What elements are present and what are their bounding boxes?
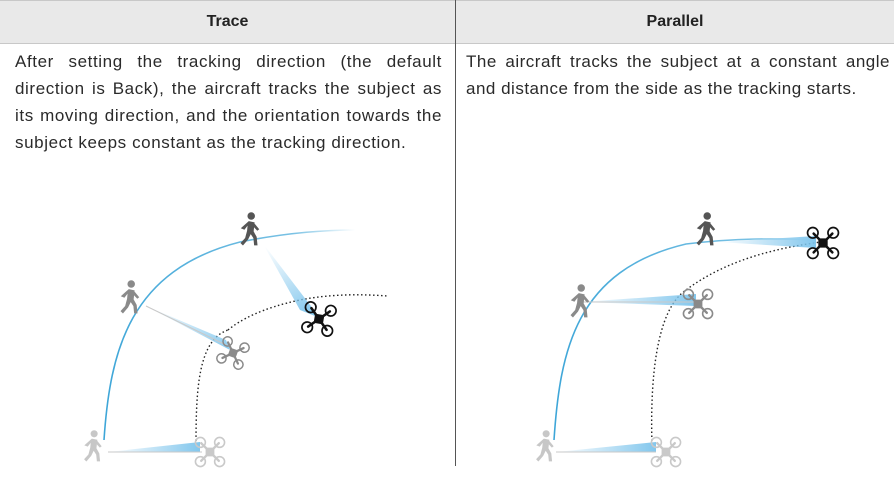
sight-beam [718,236,816,248]
sight-beam [580,294,696,306]
walking-person-icon [84,430,102,462]
parallel-diagram [536,212,840,468]
subject-path [553,238,817,441]
walking-person-icon [570,284,590,318]
header-trace: Trace [206,13,249,30]
table-header-row: Trace Parallel [0,0,894,44]
walking-person-icon [120,280,140,314]
header-parallel: Parallel [646,13,704,30]
subject-path [103,229,356,441]
walking-person-icon [696,212,716,246]
sight-beam [108,442,200,452]
parallel-description: The aircraft tracks the subject at a con… [466,52,890,98]
aircraft-path [195,294,389,446]
column-divider [455,0,456,466]
trace-diagram [84,212,389,468]
walking-person-icon [536,430,554,462]
trace-description: After setting the tracking direction (th… [15,52,442,152]
sight-beam [556,442,656,452]
aircraft-path [650,241,822,446]
sight-beam [146,306,230,350]
sight-line [145,305,229,347]
sight-beam [262,242,320,318]
